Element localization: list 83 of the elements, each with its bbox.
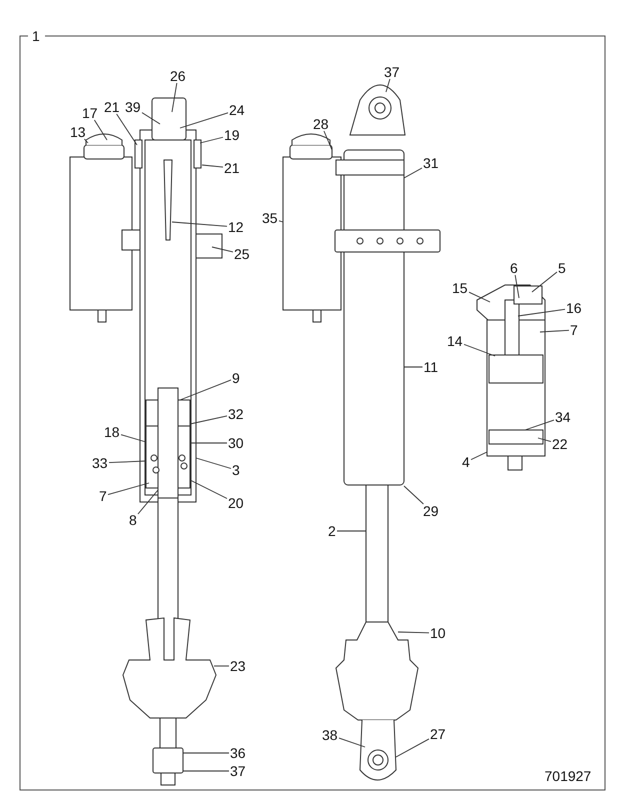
callout-number: 12 xyxy=(228,219,244,235)
callout-number: 15 xyxy=(452,280,468,296)
leader-line xyxy=(108,460,146,464)
callout-number: 3 xyxy=(232,462,240,478)
leader-line xyxy=(404,366,423,368)
callout-number: 38 xyxy=(322,727,338,743)
leader-line xyxy=(324,130,332,150)
callout-number: 32 xyxy=(228,406,244,422)
leader-line xyxy=(180,112,228,128)
leader-line xyxy=(404,486,424,504)
callout-number: 17 xyxy=(82,105,98,121)
leader-line xyxy=(518,308,566,316)
callout-number: 25 xyxy=(234,246,250,262)
leader-line xyxy=(514,274,520,298)
callout-number: 7 xyxy=(570,322,578,338)
leader-line xyxy=(532,272,558,292)
leader-line xyxy=(190,416,228,424)
leader-line xyxy=(190,442,228,444)
callout-number: 22 xyxy=(552,436,568,452)
leader-line xyxy=(404,168,422,178)
callout-number: 28 xyxy=(313,116,329,132)
callout-number: 29 xyxy=(423,503,439,519)
callout-number: 37 xyxy=(230,763,246,779)
callout-number: 9 xyxy=(232,370,240,386)
leader-line xyxy=(180,380,232,400)
leader-line xyxy=(470,452,488,460)
leader-line xyxy=(212,246,234,252)
leader-line xyxy=(336,530,366,532)
callout-number: 18 xyxy=(104,424,120,440)
callout-number: 4 xyxy=(462,454,470,470)
leader-line xyxy=(468,292,490,302)
leader-line xyxy=(182,770,230,772)
callout-number: 20 xyxy=(228,495,244,511)
callout-number: 7 xyxy=(99,488,107,504)
callout-number: 37 xyxy=(384,64,400,80)
leader-line xyxy=(84,138,88,144)
leader-line xyxy=(202,164,224,168)
callout-number: 26 xyxy=(170,68,186,84)
callout-number: 2 xyxy=(328,523,336,539)
callout-number: 27 xyxy=(430,726,446,742)
callout-number: 39 xyxy=(125,99,141,115)
callout-number: 6 xyxy=(510,260,518,276)
leader-line xyxy=(538,438,552,442)
callout-number: 11 xyxy=(424,359,438,375)
leader-line xyxy=(398,632,430,634)
callout-number: 5 xyxy=(558,260,566,276)
leader-line xyxy=(94,120,108,140)
leader-line xyxy=(200,136,224,144)
leader-line xyxy=(278,220,284,222)
frame-callout-number: 1 xyxy=(32,28,40,44)
callout-number: 19 xyxy=(224,127,240,143)
drawing-number: 701927 xyxy=(544,768,592,784)
leader-line xyxy=(172,82,178,112)
leader-line xyxy=(116,114,138,146)
callout-number: 24 xyxy=(229,102,245,118)
leader-line xyxy=(172,222,228,227)
callout-number: 21 xyxy=(104,99,120,115)
callout-number: 30 xyxy=(228,435,244,451)
leader-line xyxy=(338,738,366,748)
callout-number: 21 xyxy=(224,160,240,176)
callout-number: 33 xyxy=(92,455,108,471)
callout-number: 36 xyxy=(230,745,246,761)
leader-line xyxy=(524,420,554,430)
callout-number: 8 xyxy=(129,512,137,528)
leader-line xyxy=(138,490,158,514)
leader-line xyxy=(386,78,390,92)
callout-number: 34 xyxy=(555,409,571,425)
callout-number: 23 xyxy=(230,658,246,674)
callout-number: 35 xyxy=(262,210,278,226)
callout-number: 31 xyxy=(423,155,439,171)
callout-number: 13 xyxy=(70,124,86,140)
leader-line xyxy=(540,330,570,332)
leader-line xyxy=(464,344,496,356)
callout-number: 10 xyxy=(430,625,446,641)
leader-line xyxy=(120,434,146,442)
leader-line xyxy=(190,480,228,499)
leader-line xyxy=(142,112,160,124)
leader-line xyxy=(396,738,430,758)
leader-line xyxy=(196,458,232,469)
leader-line xyxy=(182,752,230,754)
leader-line xyxy=(108,482,150,496)
callout-number: 16 xyxy=(566,300,582,316)
callout-number: 14 xyxy=(447,333,463,349)
